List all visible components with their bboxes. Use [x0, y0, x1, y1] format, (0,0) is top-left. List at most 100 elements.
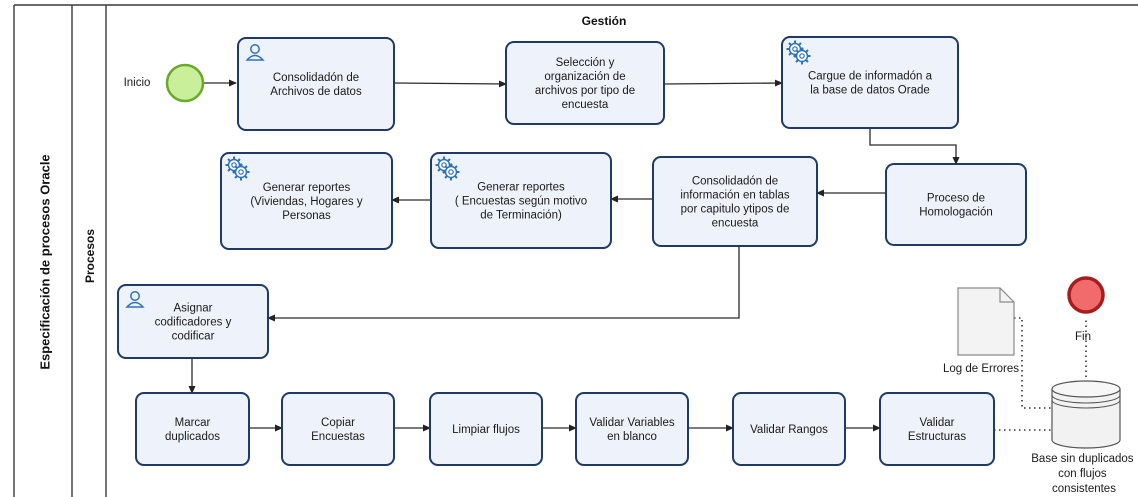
task-label-line: Validar: [920, 417, 955, 429]
task-label-line: Marcar: [175, 417, 211, 429]
task-label-line: archivos por tipo de: [535, 85, 635, 97]
task-label: Generar reportes ( Encuestas según motivo…: [455, 182, 587, 222]
task-label-line: ( Encuestas según motivo: [455, 196, 587, 208]
task-box-shape[interactable]: [220, 152, 393, 250]
task-label-line: Consolidadón de: [692, 176, 778, 188]
user-task-icon: [245, 44, 265, 61]
task-label: Validar Variables en blanco: [589, 417, 674, 443]
task-box-shape[interactable]: [781, 36, 959, 129]
task-label-line: Copiar: [321, 417, 355, 429]
task-label: Consolidadón de Archivos de datos: [270, 72, 362, 98]
task-label-line: organización de: [544, 71, 625, 83]
task-label-line: Consolidadón de: [273, 72, 359, 84]
task-t8[interactable]: Asignar codificadores y codificar: [117, 284, 269, 359]
datastore-label-line: con flujos: [1058, 468, 1107, 480]
task-box-shape[interactable]: [505, 41, 665, 125]
task-label-line: Generar reportes: [263, 182, 351, 194]
task-t7[interactable]: Generar reportes (Viviendas, Hogares y Per…: [220, 152, 393, 250]
start-label: Inicio: [124, 77, 151, 89]
task-label-line: Cargue de informadón a: [808, 71, 933, 83]
task-t9[interactable]: Marcar duplicados: [135, 392, 250, 466]
task-t13[interactable]: Validar Rangos: [732, 392, 846, 466]
datastore-label: Base sin duplicados con flujos consisten…: [1031, 453, 1137, 495]
task-label-line: Asignar: [174, 303, 213, 315]
task-box-shape[interactable]: [575, 392, 689, 466]
task-box-shape[interactable]: [117, 284, 269, 359]
task-box-shape[interactable]: [135, 392, 250, 466]
service-task-icon: [435, 156, 460, 181]
task-label-line: encuesta: [562, 99, 609, 111]
task-label: Marcar duplicados: [165, 417, 220, 443]
service-task-icon: [786, 40, 811, 65]
task-box-shape[interactable]: [652, 156, 818, 247]
task-label-line: Estructuras: [908, 431, 966, 443]
task-t1[interactable]: Consolidadón de Archivos de datos: [237, 37, 395, 131]
task-t6[interactable]: Generar reportes ( Encuestas según motivo…: [430, 152, 612, 249]
task-label-line: la base de datos Orade: [810, 85, 930, 97]
sequence-flows: [188, 79, 960, 432]
task-box-shape[interactable]: [429, 392, 543, 466]
task-label: Selección y organización de archivos por t…: [535, 57, 635, 111]
task-label-line: Validar Variables: [589, 417, 674, 429]
log-label: Log de Errores: [943, 363, 1019, 375]
task-label-line: duplicados: [165, 431, 220, 443]
task-box-shape[interactable]: [237, 37, 395, 131]
task-label-line: (Viviendas, Hogares y: [250, 196, 363, 208]
datastore-icon[interactable]: [1051, 380, 1121, 449]
task-t3[interactable]: Cargue de informadón a la base de datos O…: [781, 36, 959, 129]
task-label-line: Archivos de datos: [270, 86, 362, 98]
task-box-shape[interactable]: [879, 392, 995, 466]
task-label-line: encuesta: [712, 218, 759, 230]
task-label-line: por capitulo ytipos de: [681, 204, 790, 216]
start-event[interactable]: [165, 63, 205, 103]
task-box-shape[interactable]: [885, 163, 1027, 246]
task-label-line: Selección y: [556, 57, 615, 69]
task-label: Cargue de informadón a la base de datos O…: [808, 71, 933, 97]
log-document-icon[interactable]: [957, 287, 1015, 356]
flow-t2-to-t3: [663, 79, 783, 87]
end-event[interactable]: [1067, 276, 1105, 314]
lane-title: Procesos: [83, 229, 97, 283]
task-t2[interactable]: Selección y organización de archivos por t…: [505, 41, 665, 125]
task-label-line: Proceso de: [927, 193, 985, 205]
user-task-icon: [125, 291, 145, 308]
task-box-shape[interactable]: [281, 392, 395, 466]
lane-header: Gestión: [582, 14, 627, 28]
task-label-line: información en tablas: [680, 190, 790, 202]
task-box-shape[interactable]: [430, 152, 612, 249]
pool-frame: [13, 4, 1138, 497]
task-label-line: de Terminación): [480, 210, 562, 222]
task-label-line: en blanco: [607, 431, 657, 443]
end-label: Fin: [1075, 331, 1091, 343]
task-label: Generar reportes (Viviendas, Hogares y Per…: [250, 182, 363, 222]
task-label: Validar Rangos: [750, 424, 828, 436]
flow-t1-to-t2: [393, 80, 507, 88]
datastore-label-line: consistentes: [1052, 483, 1116, 495]
task-label-line: Personas: [282, 210, 331, 222]
task-t11[interactable]: Limpiar flujos: [429, 392, 543, 466]
datastore-label-line: Base sin duplicados: [1031, 453, 1134, 465]
data-associations: [994, 317, 1087, 431]
task-label: Consolidadón de información en tablas por …: [680, 176, 790, 230]
task-label-line: Validar Rangos: [750, 424, 828, 436]
assoc-log-to-datastore: [1014, 317, 1052, 409]
task-t12[interactable]: Validar Variables en blanco: [575, 392, 689, 466]
task-label-line: Limpiar flujos: [452, 424, 520, 436]
task-label-line: Generar reportes: [477, 182, 565, 194]
task-label: Proceso de Homologación: [919, 193, 993, 219]
flow-t5-to-t8: [267, 246, 740, 322]
task-label: Limpiar flujos: [452, 424, 520, 436]
task-label-line: codificar: [172, 331, 215, 343]
service-task-icon: [225, 156, 250, 181]
task-label-line: codificadores y: [155, 317, 232, 329]
task-label-line: Encuestas: [311, 431, 365, 443]
task-t5[interactable]: Consolidadón de información en tablas por …: [652, 156, 818, 247]
task-label-line: Homologación: [919, 207, 993, 219]
task-t4[interactable]: Proceso de Homologación: [885, 163, 1027, 246]
task-box-shape[interactable]: [732, 392, 846, 466]
